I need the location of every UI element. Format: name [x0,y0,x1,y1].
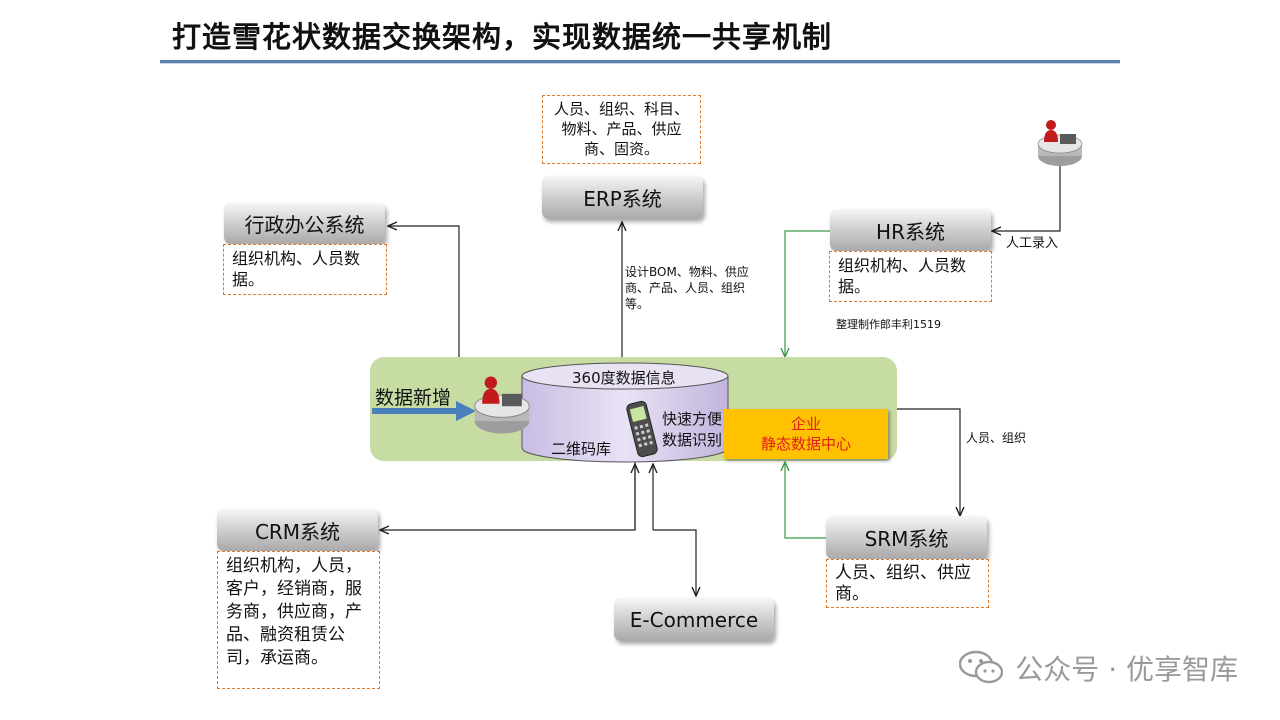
manual-entry-label: 人工录入 [1006,236,1059,251]
hr-system: HR系统 [830,209,991,251]
enterprise-static-data-center: 企业 静态数据中心 [724,409,888,459]
watermark-text: 公众号 · 优享智库 [1015,653,1238,686]
operator-workstation-icon [1037,120,1083,166]
ecommerce-system: E-Commerce [614,598,774,641]
database-cylinder [521,362,729,463]
crm-system: CRM系统 [217,509,378,551]
credit-label: 整理制作郎丰利1519 [836,318,941,331]
fast-recognition-label: 快速方便数据识别 [662,410,723,449]
link-hr [785,230,830,357]
srm-system: SRM系统 [826,516,987,559]
db-label: 360度数据信息 [572,369,676,387]
enterprise-line-1: 企业 [790,415,821,433]
srm-flow-label: 人员、组织 [966,431,1027,445]
admin-note: 组织机构、人员数据。 [223,244,387,295]
hr-note: 组织机构、人员数据。 [829,251,992,302]
operator-workstation-icon [474,376,530,434]
link-srm-out [897,408,960,516]
new-data-label: 数据新增 [375,387,452,409]
enterprise-line-2: 静态数据中心 [760,435,851,453]
wechat-icon [959,650,1004,684]
title-divider [160,60,1120,63]
new-data-arrow [372,401,476,421]
link-admin [388,226,460,357]
srm-note: 人员、组织、供应商。 [826,559,989,608]
admin-system: 行政办公系统 [224,203,385,244]
qr-library-label: 二维码库 [551,440,612,458]
crm-note: 组织机构，人员，客户，经销商，服务商，供应商，产品、融资租赁公司，承运商。 [217,551,380,689]
erp-flow-label: 设计BOM、物料、供应商、产品、人员、组织等。 [625,265,749,311]
watermark: 公众号 · 优享智库 [959,648,1238,688]
erp-note: 人员、组织、科目、物料、产品、供应商、固资。 [542,95,701,164]
mobile-phone-icon [626,400,658,458]
link-manual [992,164,1061,231]
link-ecom [653,529,696,596]
link-crm [380,462,636,530]
link-srm-in [785,462,826,539]
page-title: 打造雪花状数据交换架构，实现数据统一共享机制 [172,20,833,54]
erp-system: ERP系统 [542,176,703,219]
